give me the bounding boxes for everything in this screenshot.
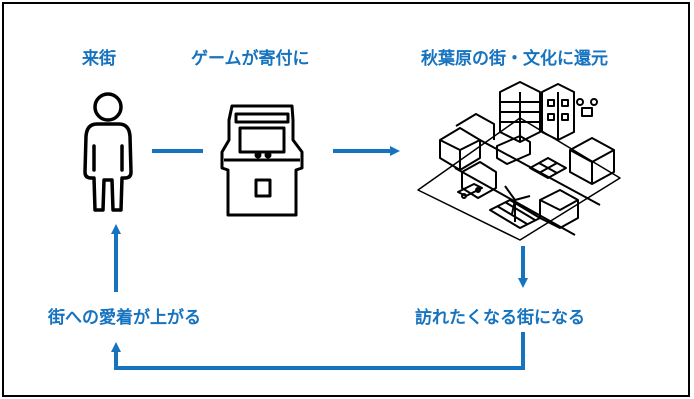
label-attach: 街への愛着が上がる: [48, 308, 201, 328]
city-icon: [417, 81, 621, 241]
label-want: 訪れたくなる街になる: [415, 308, 585, 328]
label-donate: ゲームが寄付に: [191, 49, 310, 69]
arcade-cabinet-icon: [220, 104, 304, 217]
arrow-loop-bottom: [111, 332, 525, 370]
label-return: 秋葉原の街・文化に還元: [421, 49, 608, 69]
person-icon: [83, 92, 133, 212]
label-visit: 来街: [82, 49, 116, 69]
